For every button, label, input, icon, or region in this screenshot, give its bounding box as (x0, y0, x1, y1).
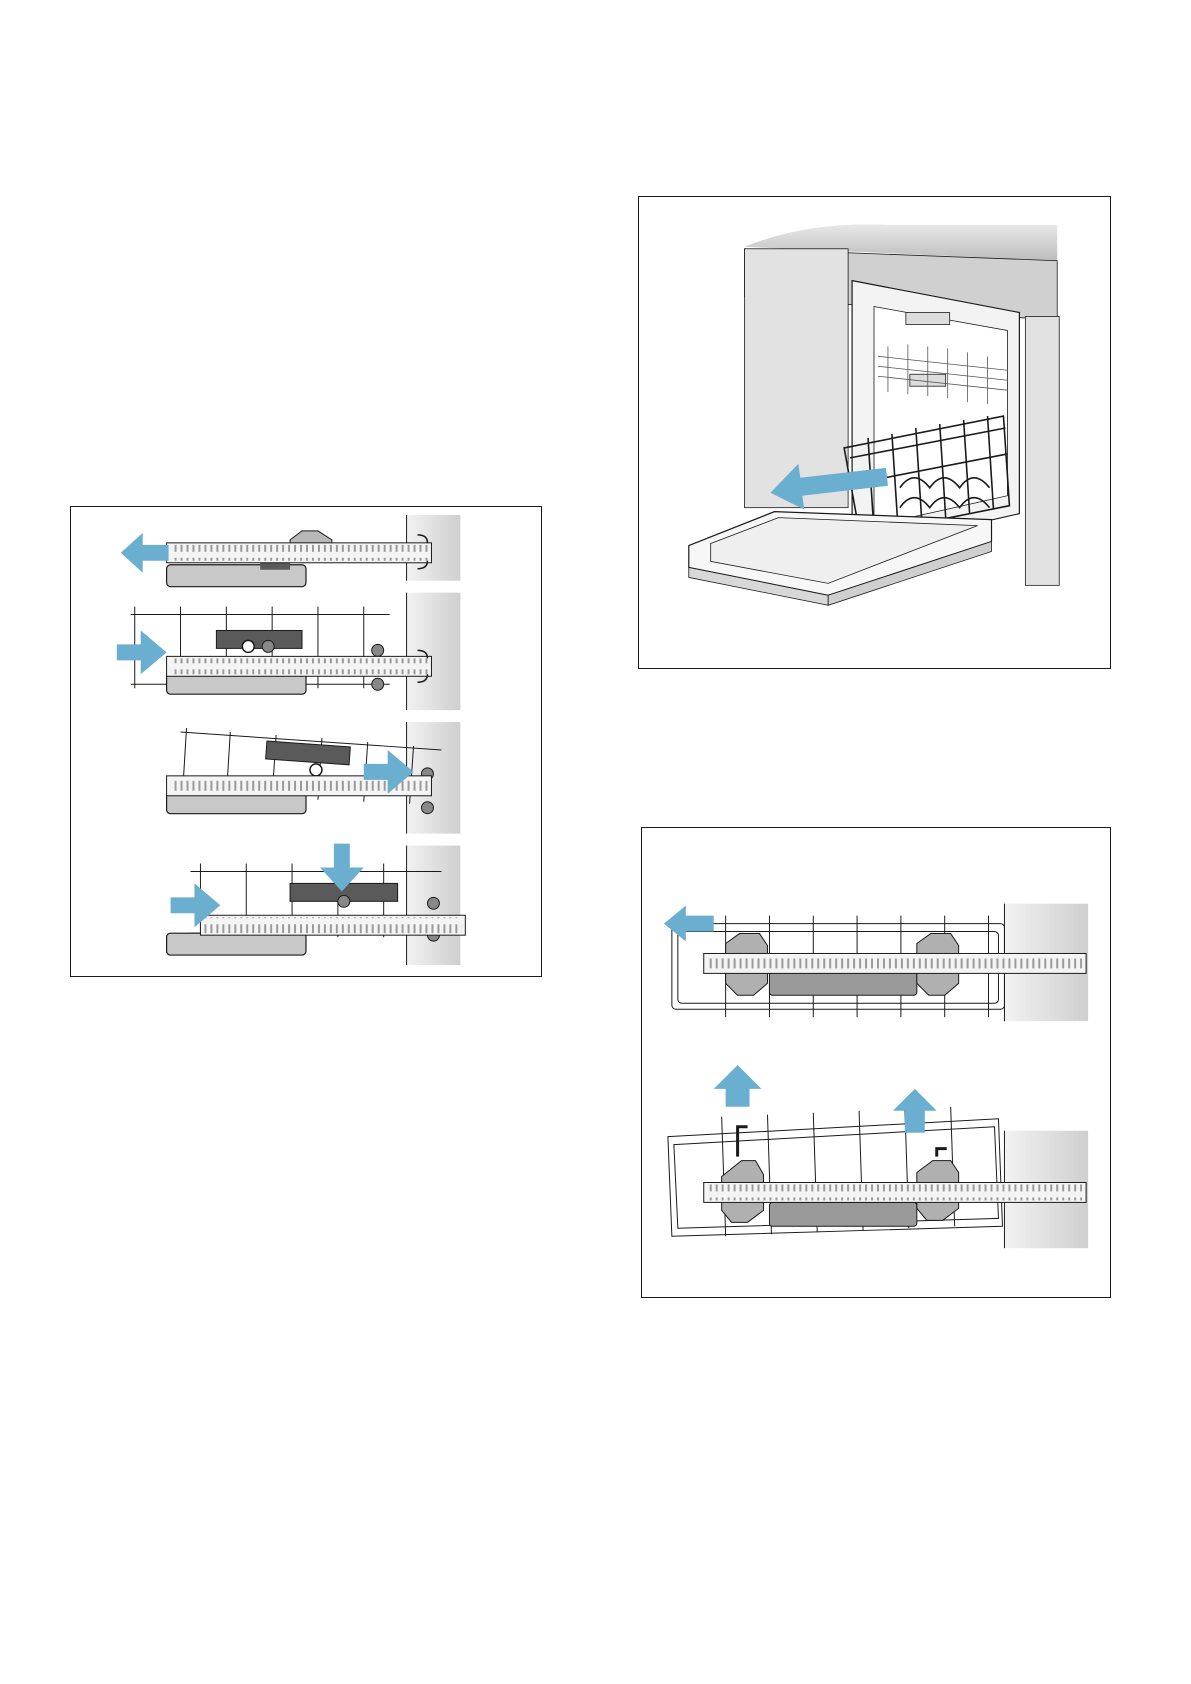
figure-dishwasher (638, 196, 1111, 669)
rail-steps-illustration (71, 507, 541, 976)
arrow-up-icon (893, 1089, 937, 1133)
step-1-panel (121, 515, 461, 587)
dishwasher-illustration (639, 197, 1110, 668)
arrow-up-icon (714, 1065, 762, 1107)
rack-lift-panel-2 (668, 1065, 1088, 1248)
figure-rail-steps (70, 506, 542, 977)
arrow-left-icon (121, 533, 169, 573)
arrow-left-icon (664, 906, 714, 942)
step-4-panel (167, 844, 466, 965)
figure-rack-lift (641, 827, 1111, 1298)
rack-lift-panel-1 (664, 904, 1088, 1021)
step-2-panel (117, 593, 461, 710)
arrow-right-icon (117, 630, 167, 674)
rack-lift-illustration (642, 828, 1110, 1297)
step-3-panel (167, 722, 461, 834)
